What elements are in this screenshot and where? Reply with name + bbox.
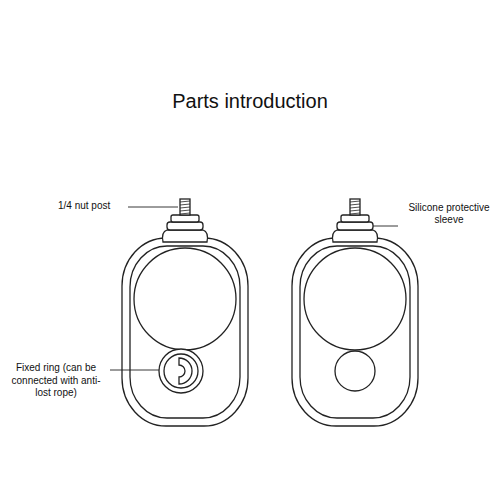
title: Parts introduction	[0, 89, 500, 114]
fixed-ring	[159, 349, 203, 393]
device-right	[292, 199, 418, 426]
part-label: 1/4 nut post	[58, 200, 126, 213]
round-button	[335, 351, 375, 391]
device-left	[122, 199, 248, 426]
part-label: Silicone protective sleeve	[401, 202, 497, 227]
leader-line	[128, 207, 178, 208]
leader-line	[110, 370, 159, 371]
part-label: Fixed ring (can be connected with anti-l…	[4, 362, 108, 400]
leader-line	[373, 226, 398, 227]
